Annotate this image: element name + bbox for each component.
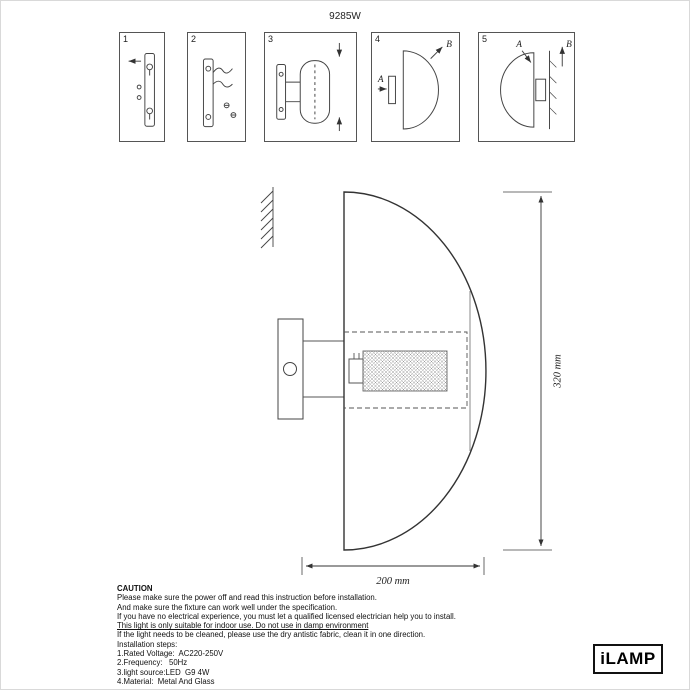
screw-icon	[230, 112, 237, 118]
step-box-5: 5 A B	[478, 32, 575, 142]
direction-a-arrow-icon	[521, 50, 532, 63]
step-number-1: 1	[123, 34, 129, 44]
step-box-3: 3	[264, 32, 357, 142]
step-2-diagram	[202, 58, 237, 128]
caution-line: And make sure the fixture can work well …	[117, 602, 338, 612]
lamp-holder	[348, 358, 364, 384]
wire-icon	[212, 67, 233, 74]
caution-line: Please make sure the power off and read …	[117, 593, 377, 603]
bracket-arm	[285, 81, 301, 103]
brand-logo-text: iLAMP	[600, 649, 656, 668]
label-a: A	[515, 40, 522, 50]
step-number-2: 2	[191, 34, 197, 44]
label-b: B	[446, 40, 452, 50]
caution-section: CAUTION Please make sure the power off a…	[117, 584, 589, 686]
mounting-plate	[388, 75, 396, 105]
bracket-arm	[303, 340, 344, 398]
internal-cavity-outline	[344, 331, 468, 409]
spec-rated-voltage: 1.Rated Voltage: AC220-250V	[117, 649, 224, 659]
caution-title: CAUTION	[117, 584, 153, 593]
mounting-bracket	[277, 318, 304, 420]
spec-frequency: 2.Frequency: 50Hz	[117, 658, 188, 668]
brand-logo: iLAMP	[593, 644, 663, 674]
step-box-4: 4 A B	[371, 32, 460, 142]
mounting-plate	[144, 53, 155, 127]
depth-dimension: 200 mm	[301, 557, 485, 587]
screw-icon	[136, 84, 142, 90]
wire-icon	[212, 80, 233, 88]
step-3-diagram	[276, 42, 343, 132]
label-b: B	[566, 40, 572, 50]
screw-icon	[223, 102, 230, 109]
step-4-diagram: A B	[377, 40, 452, 130]
installation-steps-title: Installation steps:	[117, 639, 178, 649]
mounting-plate	[535, 78, 547, 102]
step-box-1: 1	[119, 32, 165, 142]
step-1-diagram	[128, 53, 155, 127]
label-a: A	[377, 75, 384, 85]
step-box-2: 2	[187, 32, 246, 142]
caution-line: If you have no electrical experience, yo…	[117, 611, 456, 621]
spec-material: 4.Material: Metal And Glass	[117, 676, 215, 686]
lamp-shade-side	[500, 52, 535, 128]
direction-b-arrow-icon	[430, 46, 443, 59]
lamp-shade-side	[402, 50, 439, 130]
lamp-dimension-diagram: 320 mm 200 mm	[260, 187, 564, 587]
step-5-diagram: A B	[500, 40, 572, 130]
step-number-4: 4	[375, 34, 381, 44]
screw-hole	[283, 362, 297, 376]
mounting-plate	[276, 64, 287, 120]
lamp-holder-pins	[353, 353, 360, 359]
caution-line: This light is only suitable for indoor u…	[117, 621, 369, 631]
step-number-5: 5	[482, 34, 488, 44]
model-number: 9285W	[329, 11, 361, 22]
screw-icon	[136, 95, 142, 100]
wall-hatch	[549, 60, 557, 115]
lamp-shade-outline	[343, 191, 487, 551]
spec-light-source: 3.light source:LED G9 4W	[117, 667, 210, 677]
height-dimension-label: 320 mm	[553, 354, 564, 389]
led-module	[362, 350, 448, 392]
lamp-body	[299, 60, 331, 124]
step-number-3: 3	[268, 34, 274, 44]
width-dimension-label: 200 mm	[376, 576, 410, 587]
wall-hatch	[260, 187, 274, 249]
mounting-plate	[202, 58, 214, 128]
caution-line: If the light needs to be cleaned, please…	[117, 630, 426, 640]
height-dimension: 320 mm	[503, 191, 564, 551]
